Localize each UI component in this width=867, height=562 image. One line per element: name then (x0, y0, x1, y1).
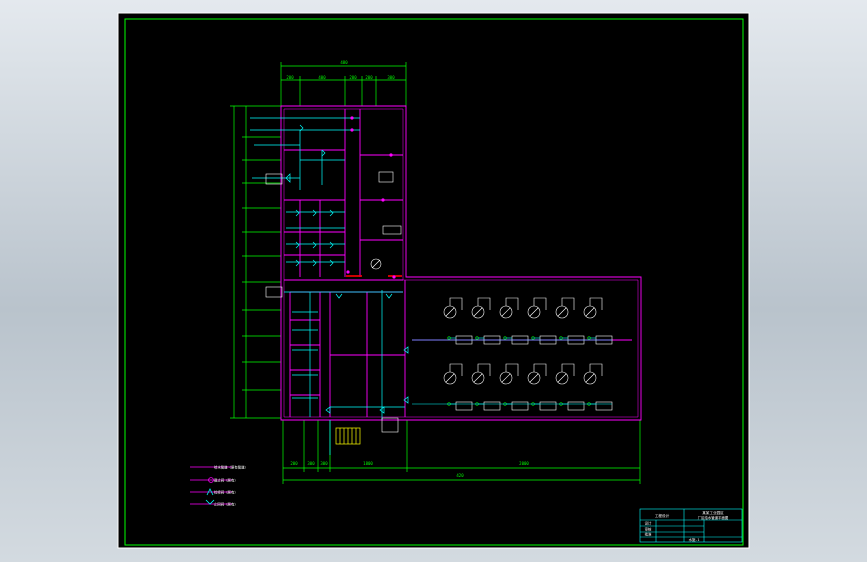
pipe-valves (285, 124, 409, 414)
title-row-check: 审核 (645, 527, 652, 532)
building-walls (280, 105, 642, 421)
top-dimension-4: 200 (365, 75, 373, 80)
legend-label-2: 截止阀（原有） (214, 478, 238, 483)
title-drawing-number: 水施-1 (689, 537, 700, 542)
top-dimension-chain (280, 62, 407, 106)
machine-unit (499, 297, 529, 345)
water-pipes (250, 117, 405, 455)
top-dimension-5: 300 (387, 75, 395, 80)
bottom-dimension-5: 2000 (519, 461, 529, 466)
legend-check-icon (205, 499, 215, 505)
title-company: 工程设计 (655, 513, 670, 518)
pipe-junctions (346, 116, 396, 279)
legend-label-4: 止回阀（原有） (214, 502, 238, 507)
bottom-dimension-2: 300 (307, 461, 315, 466)
bottom-dimension-chain (282, 420, 641, 484)
legend-valve-icon (208, 477, 214, 483)
bottom-dimension-3: 300 (320, 461, 328, 466)
legend-label-3: 检修阀（原有） (214, 490, 238, 495)
drawing-paper (117, 12, 750, 549)
legend-label-1: 给水管道（原有管道） (214, 465, 248, 470)
legend-gate-icon (206, 488, 214, 496)
title-block (639, 508, 743, 543)
title-row-approve: 批准 (645, 532, 652, 537)
top-dimension-1: 200 (286, 75, 294, 80)
machine-unit (583, 297, 613, 345)
bottom-dimension-4: 1800 (363, 461, 373, 466)
machine-unit (583, 363, 613, 411)
bottom-dimension-1: 200 (290, 461, 298, 466)
title-row-design: 设计 (645, 521, 652, 526)
machine-unit (471, 297, 501, 345)
top-dimension-2: 400 (318, 75, 326, 80)
top-dimension-3: 200 (349, 75, 357, 80)
machine-unit (443, 363, 473, 411)
upper-equipment (265, 171, 402, 433)
machine-layer (412, 297, 613, 411)
title-drawing-name: 厂区给水管道平面图 (698, 515, 729, 520)
left-dimension-chain (230, 105, 281, 419)
top-overall-dimension: 480 (340, 60, 348, 65)
title-project: 某某工业园区 (702, 510, 724, 515)
stair-block (335, 427, 361, 445)
bottom-overall-dimension: 420 (456, 473, 464, 478)
legend: 给水管道（原有管道） 截止阀（原有） 检修阀（原有） 止回阀（原有） (190, 465, 248, 507)
drawing-border (124, 18, 744, 546)
